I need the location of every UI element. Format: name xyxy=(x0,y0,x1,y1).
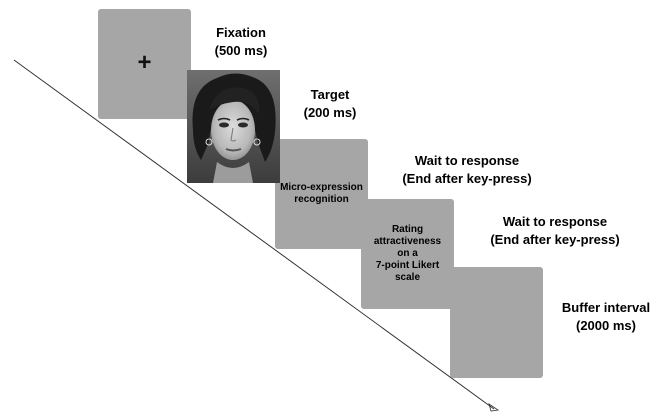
fixation-screen: + xyxy=(98,9,191,119)
rating-screen-text: Rating attractiveness on a 7-point Liker… xyxy=(373,224,442,283)
micro-expression-screen-text: Micro-expression recognition xyxy=(280,182,363,205)
timeline-arrowhead xyxy=(488,403,500,412)
fixation-label: Fixation (500 ms) xyxy=(214,25,268,58)
timeline-line xyxy=(13,59,495,410)
micro-expression-label: Wait to response (End after key-press) xyxy=(402,153,532,186)
buffer-screen xyxy=(450,267,543,378)
target-face-image xyxy=(187,70,280,183)
target-label: Target (200 ms) xyxy=(303,87,357,120)
rating-screen: Rating attractiveness on a 7-point Liker… xyxy=(361,199,454,309)
fixation-cross: + xyxy=(137,49,152,76)
rating-label: Wait to response (End after key-press) xyxy=(490,214,620,247)
buffer-label: Buffer interval (2000 ms) xyxy=(561,300,651,333)
micro-expression-screen: Micro-expression recognition xyxy=(275,139,368,249)
